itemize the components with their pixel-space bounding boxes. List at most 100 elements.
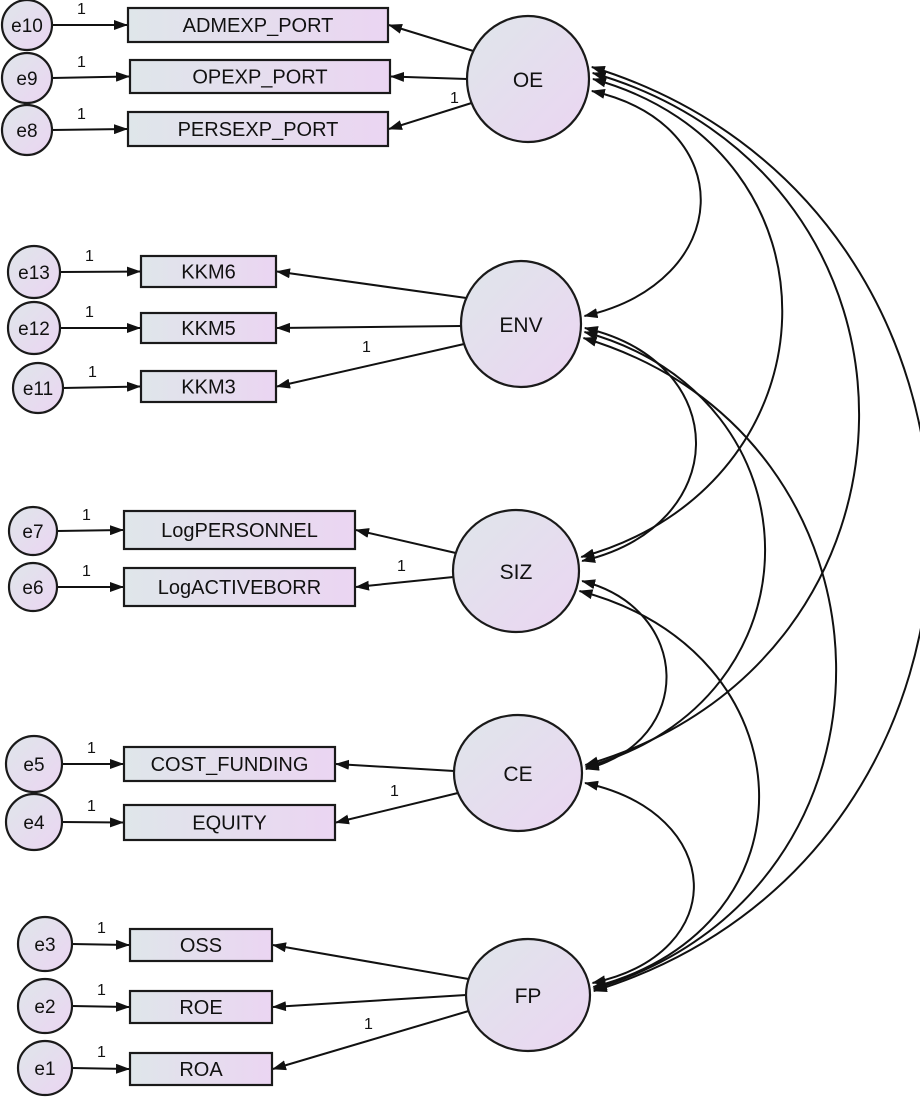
error-weight-label: 1 bbox=[97, 920, 106, 937]
indicator-kkm6[interactable]: KKM6 bbox=[139, 254, 278, 289]
latent-oe[interactable]: OE bbox=[465, 14, 591, 144]
covariance-ce-fp bbox=[584, 780, 695, 986]
error-path-e13 bbox=[59, 266, 141, 277]
indicator-cost_funding[interactable]: COST_FUNDING bbox=[122, 745, 337, 783]
indicator-box[interactable] bbox=[122, 803, 337, 842]
loading-path-cost_funding bbox=[335, 759, 455, 772]
loading-weight-label: 1 bbox=[362, 339, 371, 356]
error-term-e6[interactable]: e6 bbox=[7, 561, 59, 613]
indicator-label: LogACTIVEBORR bbox=[158, 577, 321, 599]
indicator-persexp_port[interactable]: PERSEXP_PORT bbox=[126, 110, 390, 148]
covariance-oe-env bbox=[583, 88, 702, 319]
error-term-e1[interactable]: e1 bbox=[16, 1039, 74, 1097]
error-term-e2[interactable]: e2 bbox=[16, 977, 74, 1035]
loading-path-persexp_port bbox=[388, 102, 472, 130]
error-weight-label: 1 bbox=[77, 54, 86, 71]
error-circle[interactable] bbox=[0, 0, 54, 52]
indicator-box[interactable] bbox=[139, 369, 278, 404]
indicator-label: PERSEXP_PORT bbox=[178, 119, 339, 141]
covariance-env-siz bbox=[581, 326, 698, 563]
indicator-opexp_port[interactable]: OPEXP_PORT bbox=[128, 58, 392, 95]
error-term-e9[interactable]: e9 bbox=[0, 51, 54, 105]
error-label: e2 bbox=[34, 997, 55, 1018]
indicator-box[interactable] bbox=[139, 254, 278, 289]
error-term-e10[interactable]: e10 bbox=[0, 0, 54, 52]
loading-weight-label: 1 bbox=[364, 1016, 373, 1033]
error-term-e11[interactable]: e11 bbox=[11, 361, 65, 415]
loading-weight-label: 1 bbox=[397, 558, 406, 575]
error-term-e7[interactable]: e7 bbox=[7, 505, 59, 557]
latent-ellipse[interactable] bbox=[459, 259, 583, 389]
indicator-box[interactable] bbox=[128, 989, 274, 1025]
indicator-box[interactable] bbox=[126, 110, 390, 148]
indicator-box[interactable] bbox=[122, 745, 337, 783]
indicator-box[interactable] bbox=[122, 566, 357, 608]
latent-siz[interactable]: SIZ bbox=[451, 508, 581, 634]
indicator-label: ROA bbox=[179, 1059, 223, 1081]
covariance-layer bbox=[578, 66, 920, 992]
indicator-box[interactable] bbox=[128, 58, 392, 95]
error-term-e5[interactable]: e5 bbox=[4, 734, 64, 794]
error-term-e12[interactable]: e12 bbox=[6, 300, 62, 356]
error-term-e4[interactable]: e4 bbox=[4, 792, 64, 852]
error-label: e5 bbox=[23, 755, 44, 776]
latent-ellipse[interactable] bbox=[465, 14, 591, 144]
error-circle[interactable] bbox=[6, 244, 62, 300]
error-term-e8[interactable]: e8 bbox=[0, 103, 54, 157]
latent-label: SIZ bbox=[500, 561, 533, 584]
error-circle[interactable] bbox=[6, 300, 62, 356]
error-label: e10 bbox=[11, 16, 43, 37]
error-circle[interactable] bbox=[7, 561, 59, 613]
covariance-siz-fp bbox=[578, 589, 760, 989]
indicator-logactiveborr[interactable]: LogACTIVEBORR bbox=[122, 566, 357, 608]
error-circle[interactable] bbox=[16, 1039, 74, 1097]
indicator-roe[interactable]: ROE bbox=[128, 989, 274, 1025]
indicator-kkm3[interactable]: KKM3 bbox=[139, 369, 278, 404]
loading-weight-label: 1 bbox=[390, 783, 399, 800]
latent-ellipse[interactable] bbox=[451, 508, 581, 634]
indicator-box[interactable] bbox=[126, 6, 390, 44]
latent-env[interactable]: ENV bbox=[459, 259, 583, 389]
error-circle[interactable] bbox=[16, 915, 74, 973]
indicator-box[interactable] bbox=[128, 927, 274, 963]
error-circle[interactable] bbox=[16, 977, 74, 1035]
indicator-box[interactable] bbox=[139, 311, 278, 345]
indicator-admexp_port[interactable]: ADMEXP_PORT bbox=[126, 6, 390, 44]
loading-path-kkm5 bbox=[276, 322, 462, 333]
latent-ellipse[interactable] bbox=[464, 937, 592, 1053]
indicator-kkm5[interactable]: KKM5 bbox=[139, 311, 278, 345]
error-weight-label: 1 bbox=[77, 106, 86, 123]
indicator-label: ROE bbox=[179, 997, 222, 1019]
error-circle[interactable] bbox=[11, 361, 65, 415]
error-path-e3 bbox=[71, 939, 130, 950]
error-circle[interactable] bbox=[4, 734, 64, 794]
error-weight-label: 1 bbox=[87, 740, 96, 757]
loading-path-equity bbox=[335, 792, 459, 825]
indicator-box[interactable] bbox=[128, 1051, 274, 1087]
latent-fp[interactable]: FP bbox=[464, 937, 592, 1053]
indicator-equity[interactable]: EQUITY bbox=[122, 803, 337, 842]
error-weight-label: 1 bbox=[87, 798, 96, 815]
error-circle[interactable] bbox=[0, 51, 54, 105]
loading-path-roe bbox=[272, 994, 467, 1012]
indicator-box[interactable] bbox=[122, 509, 357, 551]
indicator-logpersonnel[interactable]: LogPERSONNEL bbox=[122, 509, 357, 551]
latent-ce[interactable]: CE bbox=[452, 713, 584, 833]
indicator-roa[interactable]: ROA bbox=[128, 1051, 274, 1087]
error-term-e3[interactable]: e3 bbox=[16, 915, 74, 973]
indicator-oss[interactable]: OSS bbox=[128, 927, 274, 963]
loading-path-admexp_port bbox=[388, 24, 474, 52]
loading-path-kkm6 bbox=[276, 268, 467, 299]
loading-path-kkm3 bbox=[276, 343, 465, 389]
error-weight-label: 1 bbox=[82, 563, 91, 580]
indicator-label: EQUITY bbox=[192, 813, 266, 835]
error-term-e13[interactable]: e13 bbox=[6, 244, 62, 300]
error-circle[interactable] bbox=[0, 103, 54, 157]
error-circle[interactable] bbox=[7, 505, 59, 557]
error-weight-label: 1 bbox=[82, 507, 91, 524]
latent-ellipse[interactable] bbox=[452, 713, 584, 833]
error-label: e6 bbox=[22, 578, 43, 599]
indicator-label: KKM3 bbox=[181, 377, 235, 399]
error-circle[interactable] bbox=[4, 792, 64, 852]
